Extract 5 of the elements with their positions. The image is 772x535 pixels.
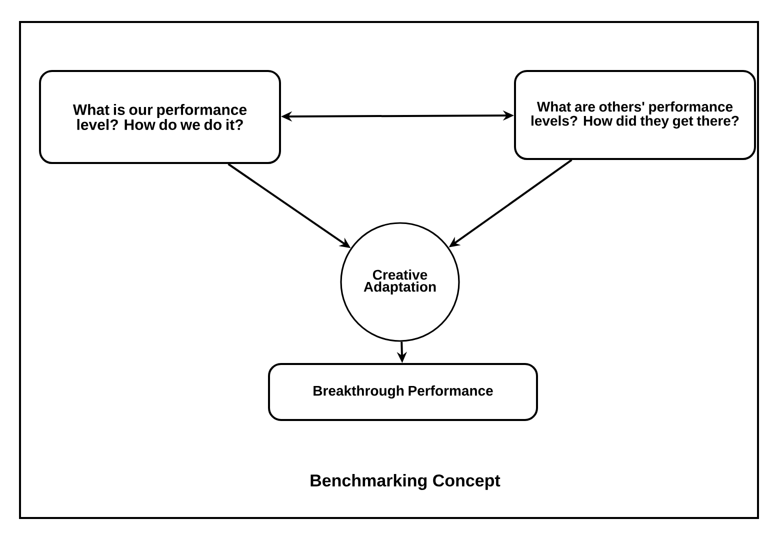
circle-node: Creative Adaptation	[340, 222, 460, 342]
process-box: What are others' performance levels? How did they get there?	[514, 70, 756, 160]
process-box: Breakthrough Performance	[268, 363, 538, 421]
process-box: What is our performance level? How do we do it?	[39, 70, 281, 164]
caption: Benchmarking Concept	[310, 474, 500, 490]
